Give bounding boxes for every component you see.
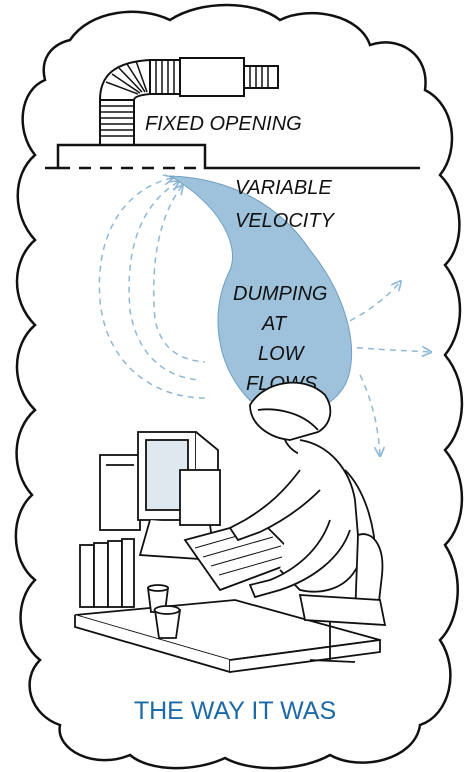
at-label: AT — [261, 313, 288, 335]
caption: THE WAY IT WAS — [134, 697, 336, 725]
dumping-label: DUMPING — [233, 283, 327, 305]
airflow-arrows — [98, 178, 430, 455]
variable-label: VARIABLE — [235, 177, 332, 199]
low-label: LOW — [258, 343, 306, 365]
ceiling — [45, 143, 420, 170]
velocity-label: VELOCITY — [235, 210, 336, 232]
duct-assembly — [98, 57, 279, 146]
fixed-opening-label: FIXED OPENING — [145, 113, 302, 135]
workstation-illustration — [74, 381, 387, 674]
